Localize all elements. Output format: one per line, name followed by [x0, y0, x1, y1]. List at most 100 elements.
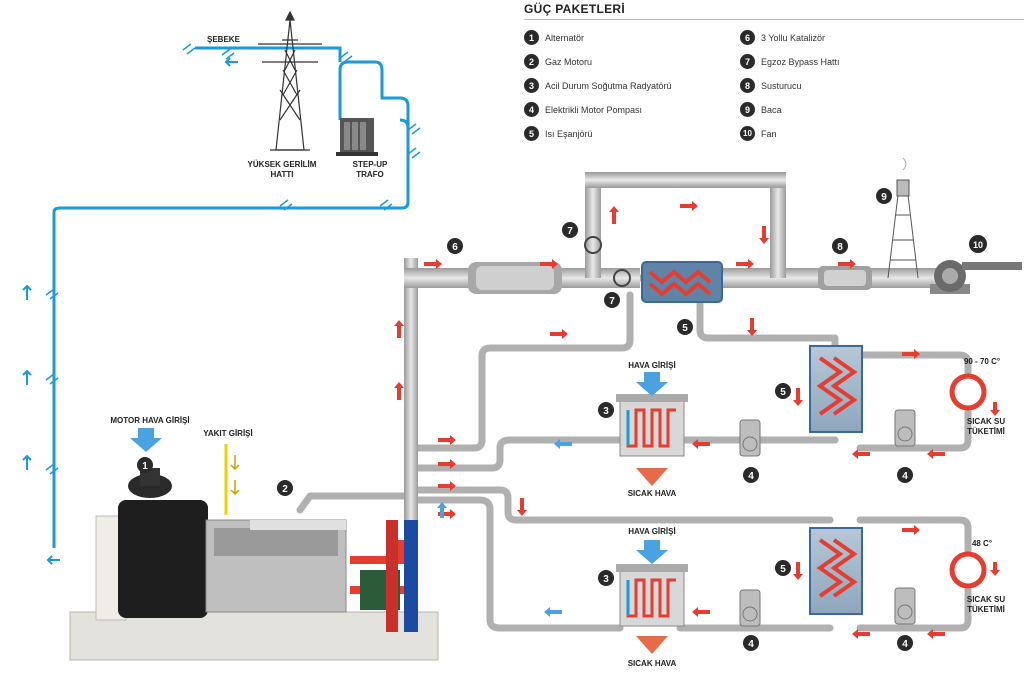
stepup-label-2: TRAFO: [356, 170, 384, 179]
bypass-riser-left: [585, 178, 601, 278]
badge-5b: 5: [775, 383, 791, 399]
generator-set: [69, 468, 439, 661]
badge-4c: 4: [743, 635, 759, 651]
fan-icon: [930, 260, 1022, 294]
legend-label: Acil Durum Soğutma Radyatörü: [545, 80, 672, 91]
svg-text:3: 3: [603, 574, 609, 585]
bypass-valve-bottom: [613, 269, 631, 287]
exhaust-pipe-a: [404, 268, 474, 288]
svg-text:2: 2: [282, 484, 288, 495]
legend-number: 2: [524, 54, 539, 69]
radiator-bottom: [616, 564, 688, 627]
legend-item-5: 5 Isı Eşanjörü: [524, 126, 593, 141]
badge-1: 1: [137, 457, 153, 473]
exhaust-heat-exchanger: [641, 261, 723, 303]
svg-text:7: 7: [567, 226, 573, 237]
temp-bottom-label: 48 C°: [972, 539, 992, 548]
svg-text:4: 4: [748, 471, 754, 482]
hv-tower-icon: [258, 10, 322, 151]
hot-water-top-label-2: TÜKETİMİ: [967, 427, 1005, 436]
hv-line-label-2: HATTI: [271, 170, 294, 179]
hot-water-bottom-label-2: TÜKETİMİ: [967, 605, 1005, 614]
cable-sparks: [45, 43, 421, 475]
transformer-icon: [336, 118, 378, 156]
legend-divider: [524, 19, 1024, 20]
legend-number: 3: [524, 78, 539, 93]
hot-air-bottom-label: SICAK HAVA: [628, 659, 677, 668]
badge-4d: 4: [897, 635, 913, 651]
bypass-valve-top: [584, 236, 602, 254]
legend-number: 7: [740, 54, 755, 69]
svg-text:5: 5: [780, 387, 786, 398]
legend-item-2: 2 Gaz Motoru: [524, 54, 592, 69]
fuel-arrows: [230, 455, 240, 496]
air-in-top-label: HAVA GİRİŞİ: [628, 361, 675, 370]
svg-text:4: 4: [902, 639, 908, 650]
svg-text:1: 1: [142, 461, 148, 472]
legend-item-6: 6 3 Yollu Katalizör: [740, 30, 825, 45]
water-heat-exchanger-top: [809, 345, 863, 433]
svg-text:5: 5: [682, 323, 688, 334]
flow-arrows-red: [394, 201, 1000, 639]
legend-number: 8: [740, 78, 755, 93]
legend-number: 5: [524, 126, 539, 141]
badge-5c: 5: [775, 560, 791, 576]
badge-10: 10: [969, 235, 987, 253]
legend-item-8: 8 Susturucu: [740, 78, 802, 93]
hv-line-label-1: YÜKSEK GERİLİM: [248, 160, 317, 169]
legend-label: Susturucu: [761, 80, 802, 91]
engine-air-label: MOTOR HAVA GİRİŞİ: [110, 416, 189, 425]
legend-label: Baca: [761, 104, 782, 115]
legend-item-3: 3 Acil Durum Soğutma Radyatörü: [524, 78, 672, 93]
svg-text:3: 3: [603, 406, 609, 417]
exhaust-pipe-d: [870, 268, 940, 288]
legend-number: 6: [740, 30, 755, 45]
legend-label: Egzoz Bypass Hattı: [761, 56, 840, 67]
legend-label: Fan: [761, 128, 777, 139]
chimney-icon: [887, 157, 919, 279]
stepup-label-1: STEP-UP: [353, 160, 388, 169]
hot-water-bottom-label-1: SICAK SU: [967, 595, 1005, 604]
svg-text:9: 9: [881, 192, 887, 203]
legend-number: 4: [524, 102, 539, 117]
badge-8: 8: [832, 238, 848, 254]
badge-7b: 7: [604, 292, 620, 308]
badge-4b: 4: [897, 467, 913, 483]
legend-label: Isı Eşanjörü: [545, 128, 593, 139]
catalyst-icon: [468, 262, 562, 294]
legend-item-7: 7 Egzoz Bypass Hattı: [740, 54, 840, 69]
legend-title: GÜÇ PAKETLERİ: [524, 2, 626, 16]
pipe-highlight: [409, 177, 831, 511]
legend-label: Alternatör: [545, 32, 585, 43]
svg-text:10: 10: [973, 240, 983, 250]
exhaust-riser: [404, 258, 418, 520]
temp-top-label: 90 - 70 C°: [964, 357, 1000, 366]
svg-text:5: 5: [780, 564, 786, 575]
legend-label: Gaz Motoru: [545, 56, 593, 67]
svg-text:4: 4: [902, 471, 908, 482]
legend-number: 9: [740, 102, 755, 117]
legend-label: Elektrikli Motor Pompası: [545, 104, 643, 115]
badge-7a: 7: [562, 222, 578, 238]
air-in-bottom-label: HAVA GİRİŞİ: [628, 527, 675, 536]
cable-arrows: [22, 57, 238, 565]
pump-icons: [739, 409, 916, 627]
legend-label: 3 Yollu Katalizör: [761, 32, 826, 43]
badge-9: 9: [876, 188, 892, 204]
bypass-top: [585, 172, 786, 188]
legend-item-4: 4 Elektrikli Motor Pompası: [524, 102, 642, 117]
badge-2: 2: [277, 480, 293, 496]
hot-water-consumer-top: [949, 373, 987, 411]
badge-3a: 3: [598, 402, 614, 418]
svg-text:7: 7: [609, 296, 615, 307]
silencer-icon: [818, 266, 872, 290]
radiator-top: [616, 394, 688, 457]
air-arrows: [130, 372, 668, 654]
bypass-riser-right: [770, 178, 786, 278]
fuel-in-label: YAKIT GİRİŞİ: [203, 429, 253, 438]
badge-6: 6: [447, 238, 463, 254]
